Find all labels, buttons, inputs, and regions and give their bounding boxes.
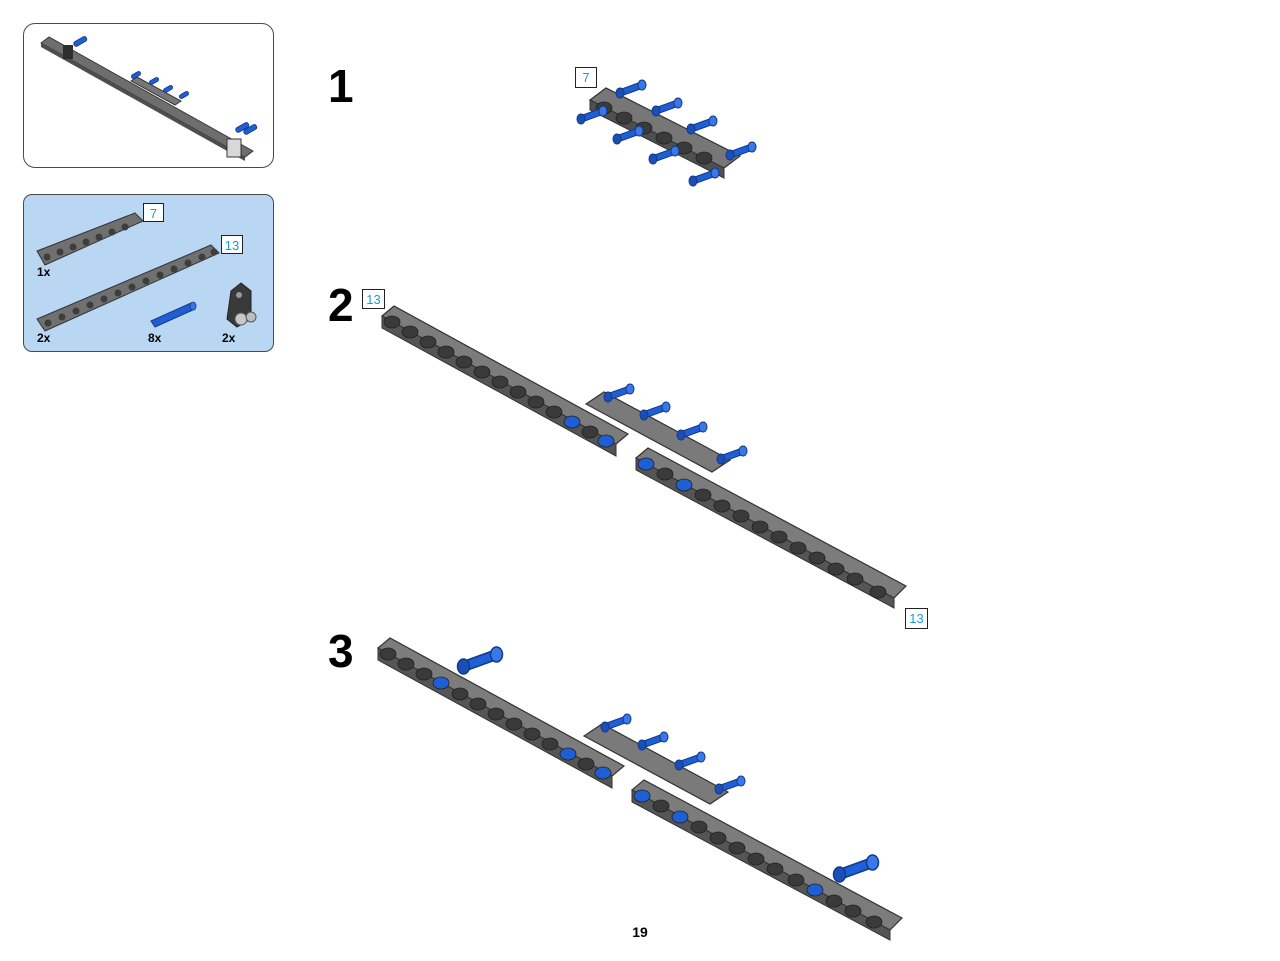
step1-assembly xyxy=(576,79,757,187)
step-number-3: 3 xyxy=(328,625,354,677)
preview-assembly-illustration xyxy=(40,36,258,161)
parts-list-panel: 7 13 1x 2x 8x 2x xyxy=(23,194,274,352)
qty-beam-7: 1x xyxy=(37,265,51,279)
step-number-2: 2 xyxy=(328,279,354,331)
qty-beam-13: 2x xyxy=(37,331,51,345)
step2-length-tag-bottom: 13 xyxy=(905,608,928,629)
preview-panel xyxy=(23,23,274,168)
part-beam-13 xyxy=(36,244,220,332)
step1-length-tag: 7 xyxy=(575,67,597,88)
qty-angle-connector: 2x xyxy=(222,331,236,345)
parts-list-illustration xyxy=(36,212,257,332)
step2-assembly xyxy=(380,305,907,609)
step2-length-tag-top: 13 xyxy=(362,289,385,309)
parts-length-tag-7: 7 xyxy=(143,203,164,222)
qty-connector-pin: 8x xyxy=(148,331,162,345)
part-connector-pin xyxy=(150,301,197,328)
step-number-1: 1 xyxy=(328,60,354,112)
step3-assembly xyxy=(376,637,903,941)
page-number: 19 xyxy=(632,924,648,940)
part-angle-connector xyxy=(226,282,257,328)
parts-length-tag-13: 13 xyxy=(221,235,243,254)
